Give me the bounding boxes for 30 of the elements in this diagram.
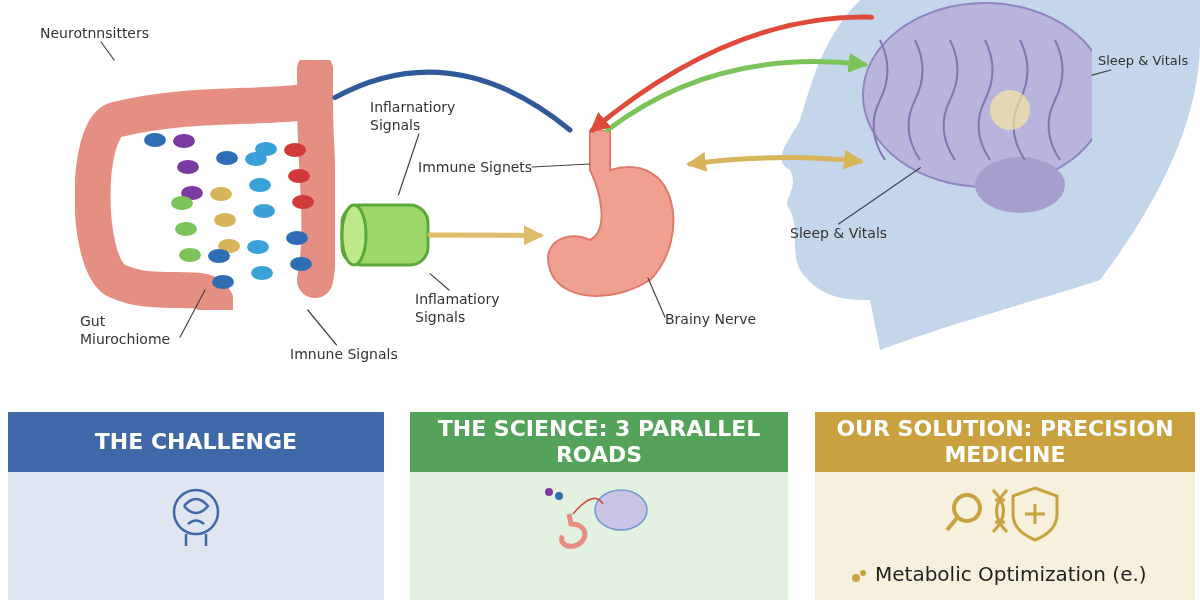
leader-line <box>179 289 206 338</box>
part-label: Inflarnatiory Signals <box>370 98 480 134</box>
panel-card <box>410 412 788 600</box>
leader-line <box>397 133 420 196</box>
bullet-text: Metabolic Optimization (e.) <box>875 562 1147 586</box>
part-label: Sleep & Vitals <box>1098 52 1189 70</box>
panel-header: OUR SOLUTION: PRECISION MEDICINE <box>815 412 1195 472</box>
nerve-line <box>332 69 573 133</box>
arrow <box>605 53 869 133</box>
panel-card <box>8 412 384 600</box>
leader-line <box>307 309 338 346</box>
leader-line <box>531 163 591 168</box>
arrow <box>427 225 544 246</box>
leader-line <box>647 277 666 318</box>
leader-line <box>1091 69 1112 76</box>
part-label: Brainy Nerve <box>665 310 757 328</box>
arrow <box>589 14 875 133</box>
panel-header: THE SCIENCE: 3 PARALLEL ROADS <box>410 412 788 472</box>
part-label: Sleep & Vitals <box>790 224 888 242</box>
part-label: Immune Signets <box>418 158 533 176</box>
arrow <box>686 149 864 172</box>
leader-line <box>429 273 450 291</box>
part-label: Gut Miurochiome <box>80 312 180 348</box>
leader-line <box>838 167 921 225</box>
part-label: Neurotnnsitters <box>40 24 150 42</box>
panel-header: THE CHALLENGE <box>8 412 384 472</box>
part-label: Imnune Signals <box>290 345 398 363</box>
leader-line <box>100 41 115 61</box>
panel-card <box>815 412 1195 600</box>
part-label: Inflamatiory Signals <box>415 290 525 326</box>
